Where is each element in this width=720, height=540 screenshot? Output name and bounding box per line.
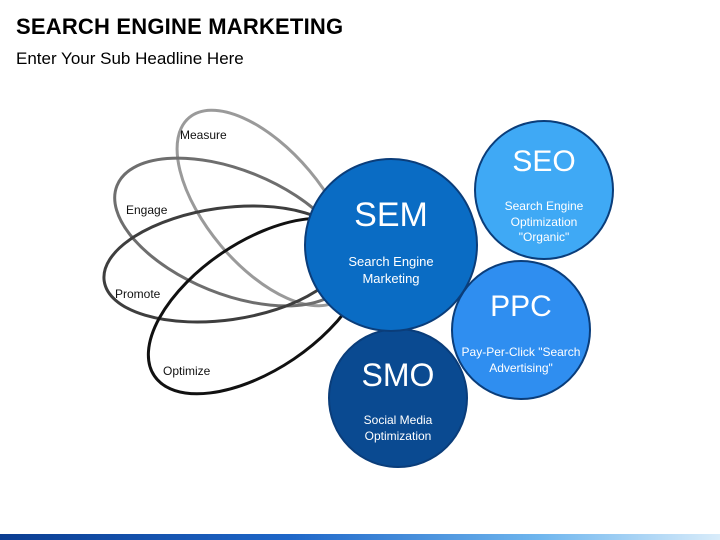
seo-circle: SEO Search Engine Optimization "Organic" [474, 120, 614, 260]
seo-desc-line1: Search Engine [505, 199, 584, 213]
ring-label-measure: Measure [180, 128, 227, 142]
sem-desc-line2: Marketing [362, 271, 419, 286]
ppc-circle: PPC Pay-Per-Click "Search Advertising" [451, 260, 591, 400]
ring-label-optimize: Optimize [163, 364, 211, 378]
seo-desc-line3: "Organic" [519, 230, 570, 244]
footer-gradient-bar [0, 534, 720, 540]
ring-label-engage: Engage [126, 203, 168, 217]
ppc-desc-line2: Advertising" [489, 361, 553, 375]
sem-circle: SEM Search Engine Marketing [304, 158, 478, 332]
ppc-title: PPC [490, 290, 552, 323]
sem-desc-line1: Search Engine [348, 254, 433, 269]
ppc-desc-line1: Pay-Per-Click "Search [462, 345, 581, 359]
page-subtitle: Enter Your Sub Headline Here [16, 49, 244, 68]
seo-title: SEO [512, 145, 575, 178]
sem-title: SEM [354, 196, 428, 234]
page-title: SEARCH ENGINE MARKETING [16, 14, 344, 39]
smo-circle: SMO Social Media Optimization [328, 328, 468, 468]
ring-label-promote: Promote [115, 287, 161, 301]
smo-desc-line1: Social Media [364, 413, 433, 427]
seo-desc-line2: Optimization [511, 215, 578, 229]
smo-desc-line2: Optimization [365, 429, 432, 443]
smo-title: SMO [362, 357, 435, 393]
